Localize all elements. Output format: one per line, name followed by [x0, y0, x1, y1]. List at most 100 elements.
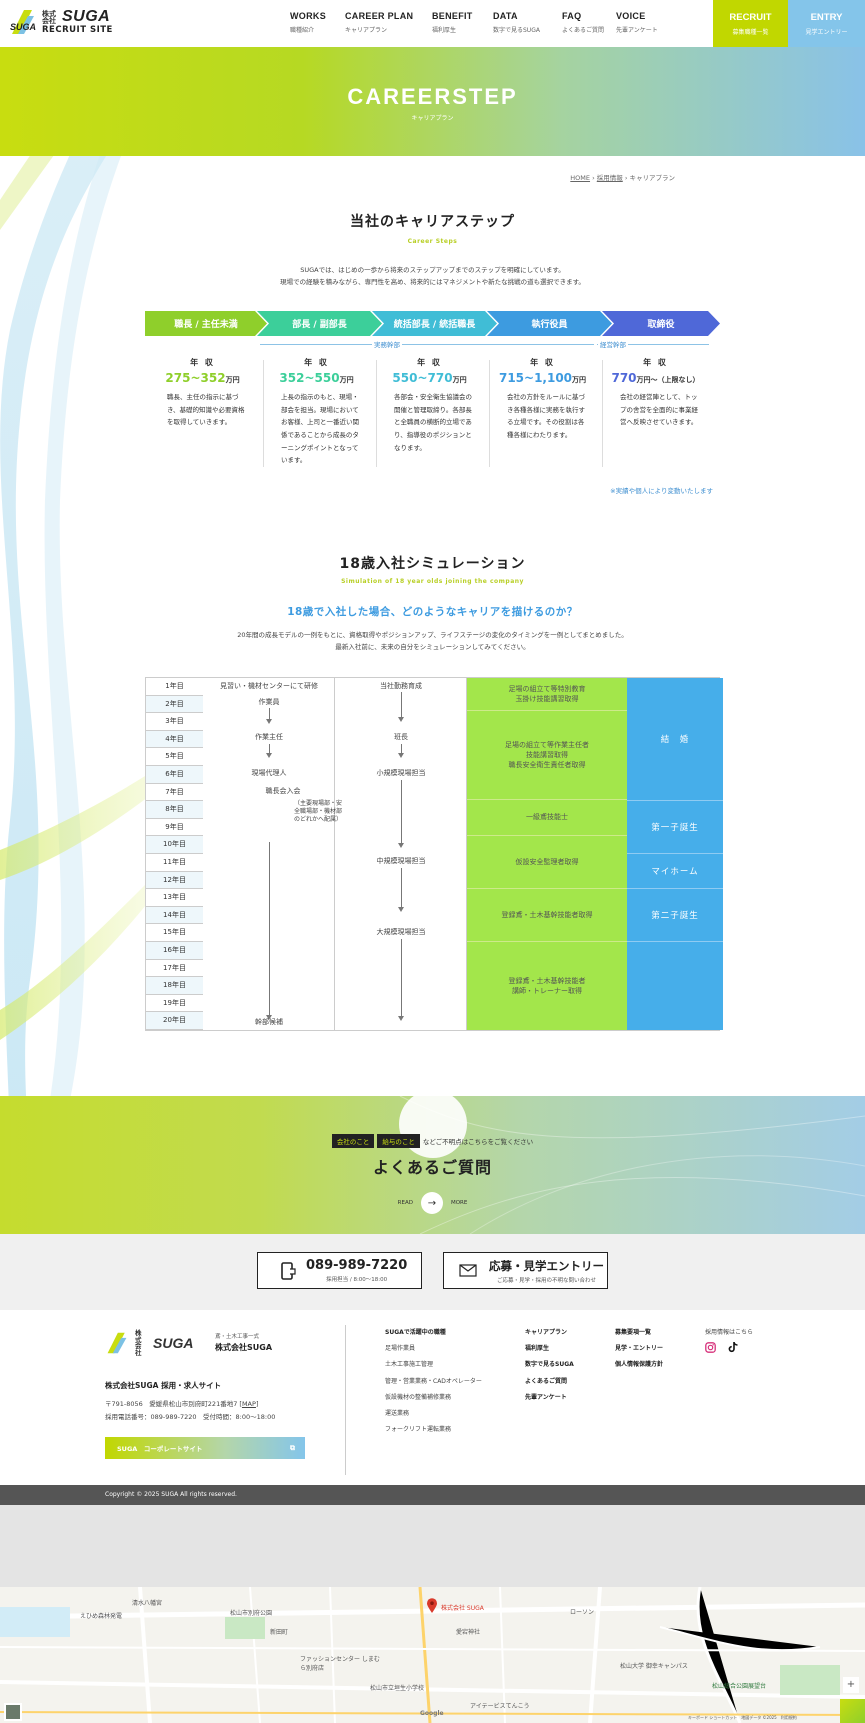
corporate-site-button[interactable]: SUGA コーポレートサイト ⧉	[105, 1437, 305, 1459]
site-logo[interactable]: SUGA 株式会社 SUGA RECRUIT SITE	[10, 8, 113, 36]
recruit-button[interactable]: RECRUIT 募集職種一覧	[713, 0, 788, 47]
year-row-label: 5年目	[146, 748, 203, 766]
map-zoom-in-icon[interactable]: +	[843, 1677, 859, 1693]
nav-label: CAREER PLAN	[345, 11, 414, 21]
read-more-link[interactable]: READ → MORE	[0, 1192, 865, 1214]
position-text: 職長会入会	[265, 787, 301, 795]
entry-contact-button[interactable]: 応募・見学エントリー ご応募・見学・採用の不明な問い合わせ	[443, 1252, 608, 1289]
footer-link[interactable]: 土木工事施工管理	[385, 1361, 434, 1369]
column-description: 会社の方針をルールに基づき各種各様に実務を執行する立場です。その役割は各種各様に…	[507, 393, 585, 440]
arrow-down-icon	[266, 708, 272, 724]
logo-company-type: 株式会社	[135, 1329, 142, 1357]
footer-link[interactable]: 運送業務	[385, 1409, 410, 1417]
footer-link[interactable]: よくあるご質問	[525, 1377, 568, 1385]
role-text: 班長	[394, 733, 408, 741]
simulation-section-title: 18歳入社シミュレーション	[0, 553, 865, 573]
nav-sublabel: 先輩アンケート	[616, 27, 658, 34]
footer-address: 〒791-8056 愛媛県松山市別府町221番地7 [MAP] 採用電話番号：0…	[105, 1398, 275, 1424]
footer-link[interactable]: キャリアプラン	[525, 1329, 568, 1336]
footer-logo[interactable]: 株式会社 SUGA	[105, 1330, 193, 1356]
recruit-label: RECRUIT	[729, 12, 772, 23]
tiktok-icon[interactable]	[728, 1341, 739, 1353]
arrow-right-icon: →	[420, 1192, 443, 1214]
salary-range: 275~352万円	[150, 371, 255, 385]
footer-link[interactable]: 先輩アンケート	[525, 1393, 567, 1401]
footer-link[interactable]: フォークリフト運転業務	[385, 1426, 452, 1434]
svg-text:SUGA: SUGA	[10, 22, 36, 32]
annual-income-label: 年 収	[530, 358, 555, 367]
lead-line: 現場での経験を積みながら、専門性を高め、将来的にはマネジメントや新たな挑戦の道も…	[280, 278, 585, 287]
career-step-arrows: 職長 / 主任未満 部長 / 副部長 統括部長 / 統括職長 執行役員 取締役	[145, 311, 720, 336]
footer-link[interactable]: 管理・営業業務・CADオペレーター	[385, 1377, 482, 1385]
group-label-practical: 実務幹部	[372, 339, 402, 349]
map-satellite-toggle[interactable]	[4, 1703, 22, 1721]
breadcrumb-separator: ›	[622, 174, 630, 182]
site-footer: 株式会社 SUGA 鳶・土木工事一式 株式会社SUGA 株式会社SUGA 採用・…	[0, 1310, 865, 1485]
map-attribution: キーボード ショートカット 地図データ ©2025 利用規約	[688, 1715, 797, 1720]
role-text: 中規模現場担当	[376, 857, 426, 865]
footer-jobs-list: SUGAで活躍中の職種 足場作業員 土木工事施工管理 管理・営業業務・CADオペ…	[385, 1325, 482, 1438]
breadcrumb-recruit[interactable]: 採用情報	[596, 174, 623, 182]
simulation-section-subtitle: Simulation of 18 year olds joining the c…	[0, 578, 865, 585]
footer-heading[interactable]: SUGAで活躍中の職種	[385, 1329, 446, 1336]
footer-link[interactable]: 仮設機材の整備補修業務	[385, 1393, 452, 1401]
year-row-label: 1年目	[146, 678, 203, 696]
column-divider	[376, 360, 377, 467]
position-text: 見習い・機材センターにて研修	[220, 682, 318, 690]
footer-link[interactable]: 個人情報保護方針	[615, 1361, 664, 1369]
year-row-label: 17年目	[146, 959, 203, 978]
annual-income-label: 年 収	[304, 358, 329, 367]
position-text: 作業主任	[255, 733, 283, 741]
map-label: アイテービスてんこう	[470, 1703, 530, 1710]
column-divider	[602, 360, 603, 467]
arrow-down-icon	[398, 780, 404, 848]
map-placeholder-area	[0, 1505, 865, 1587]
phone-hours: 採用担当 / 8:00〜18:00	[326, 1277, 388, 1283]
map-link[interactable]: MAP	[241, 1400, 256, 1408]
lead-line: SUGAでは、はじめの一歩から将来のステップアップまでのステップを明確にしていま…	[300, 266, 565, 274]
page-top-button[interactable]	[840, 1699, 865, 1723]
map-label: 松山市立垣生小学校	[370, 1685, 425, 1692]
qualification-cell: 登録鳶・土木基幹技能者 講師・トレーナー取得	[508, 976, 586, 995]
column-description: 会社の経営陣として、トップの舎営を全面的に事業経営へ反映させていきます。	[620, 393, 698, 427]
step-3: 統括部長 / 統括職長	[372, 311, 497, 336]
faq-banner[interactable]: 会社のこと給与のことなどご不明点はこちらをご覧ください よくあるご質問 READ…	[0, 1096, 865, 1234]
arrow-down-icon	[266, 842, 272, 1020]
role-column: 当社勤務育成 班長 小規模現場担当 中規模現場担当 大規模現場担当	[335, 678, 467, 1030]
nav-label: FAQ	[562, 11, 582, 21]
breadcrumb-current: キャリアプラン	[629, 174, 676, 182]
footer-site-name: 株式会社SUGA 採用・求人サイト	[105, 1381, 222, 1390]
footer-link[interactable]: 足場作業員	[385, 1345, 416, 1353]
nav-sublabel: 職種紹介	[290, 27, 315, 34]
google-map[interactable]: 株式会社 SUGA えひめ森林発電 清水八幡宮 松山市別府公園 新田町 ファッシ…	[0, 1587, 865, 1723]
nav-voice[interactable]: VOICE 先輩アンケート	[616, 11, 676, 34]
arrow-down-icon	[266, 744, 272, 758]
year-row-label: 15年目	[146, 924, 203, 942]
nav-label: VOICE	[616, 11, 646, 21]
footer-link[interactable]: 福利厚生	[525, 1345, 550, 1353]
qualification-cell: 一級鳶技能士	[467, 800, 627, 836]
phone-button[interactable]: 089-989-7220 採用担当 / 8:00〜18:00	[257, 1252, 422, 1289]
page-title: CAREERSTEP	[347, 84, 518, 109]
map-pin-icon[interactable]	[426, 1598, 438, 1614]
instagram-icon[interactable]	[705, 1341, 716, 1353]
footer-link[interactable]: 数字で見るSUGA	[525, 1361, 574, 1369]
entry-button[interactable]: ENTRY 見学エントリー	[788, 0, 865, 47]
contact-bar: 089-989-7220 採用担当 / 8:00〜18:00 応募・見学エントリ…	[0, 1234, 865, 1310]
arrow-down-icon	[398, 692, 404, 722]
footer-company: 鳶・土木工事一式 株式会社SUGA	[215, 1334, 272, 1353]
footer-link[interactable]: 募集要項一覧	[615, 1329, 652, 1336]
faq-tags: 会社のこと給与のことなどご不明点はこちらをご覧ください	[0, 1134, 865, 1148]
footer-link[interactable]: 見学・エントリー	[615, 1345, 664, 1353]
step-5: 取締役	[602, 311, 720, 336]
qualification-cell: 足場の組立て等特別教育 玉掛け技能講習取得	[467, 678, 627, 711]
breadcrumb-home[interactable]: HOME	[570, 174, 591, 182]
smartphone-icon	[281, 1261, 296, 1280]
annual-income-label: 年 収	[190, 358, 215, 367]
